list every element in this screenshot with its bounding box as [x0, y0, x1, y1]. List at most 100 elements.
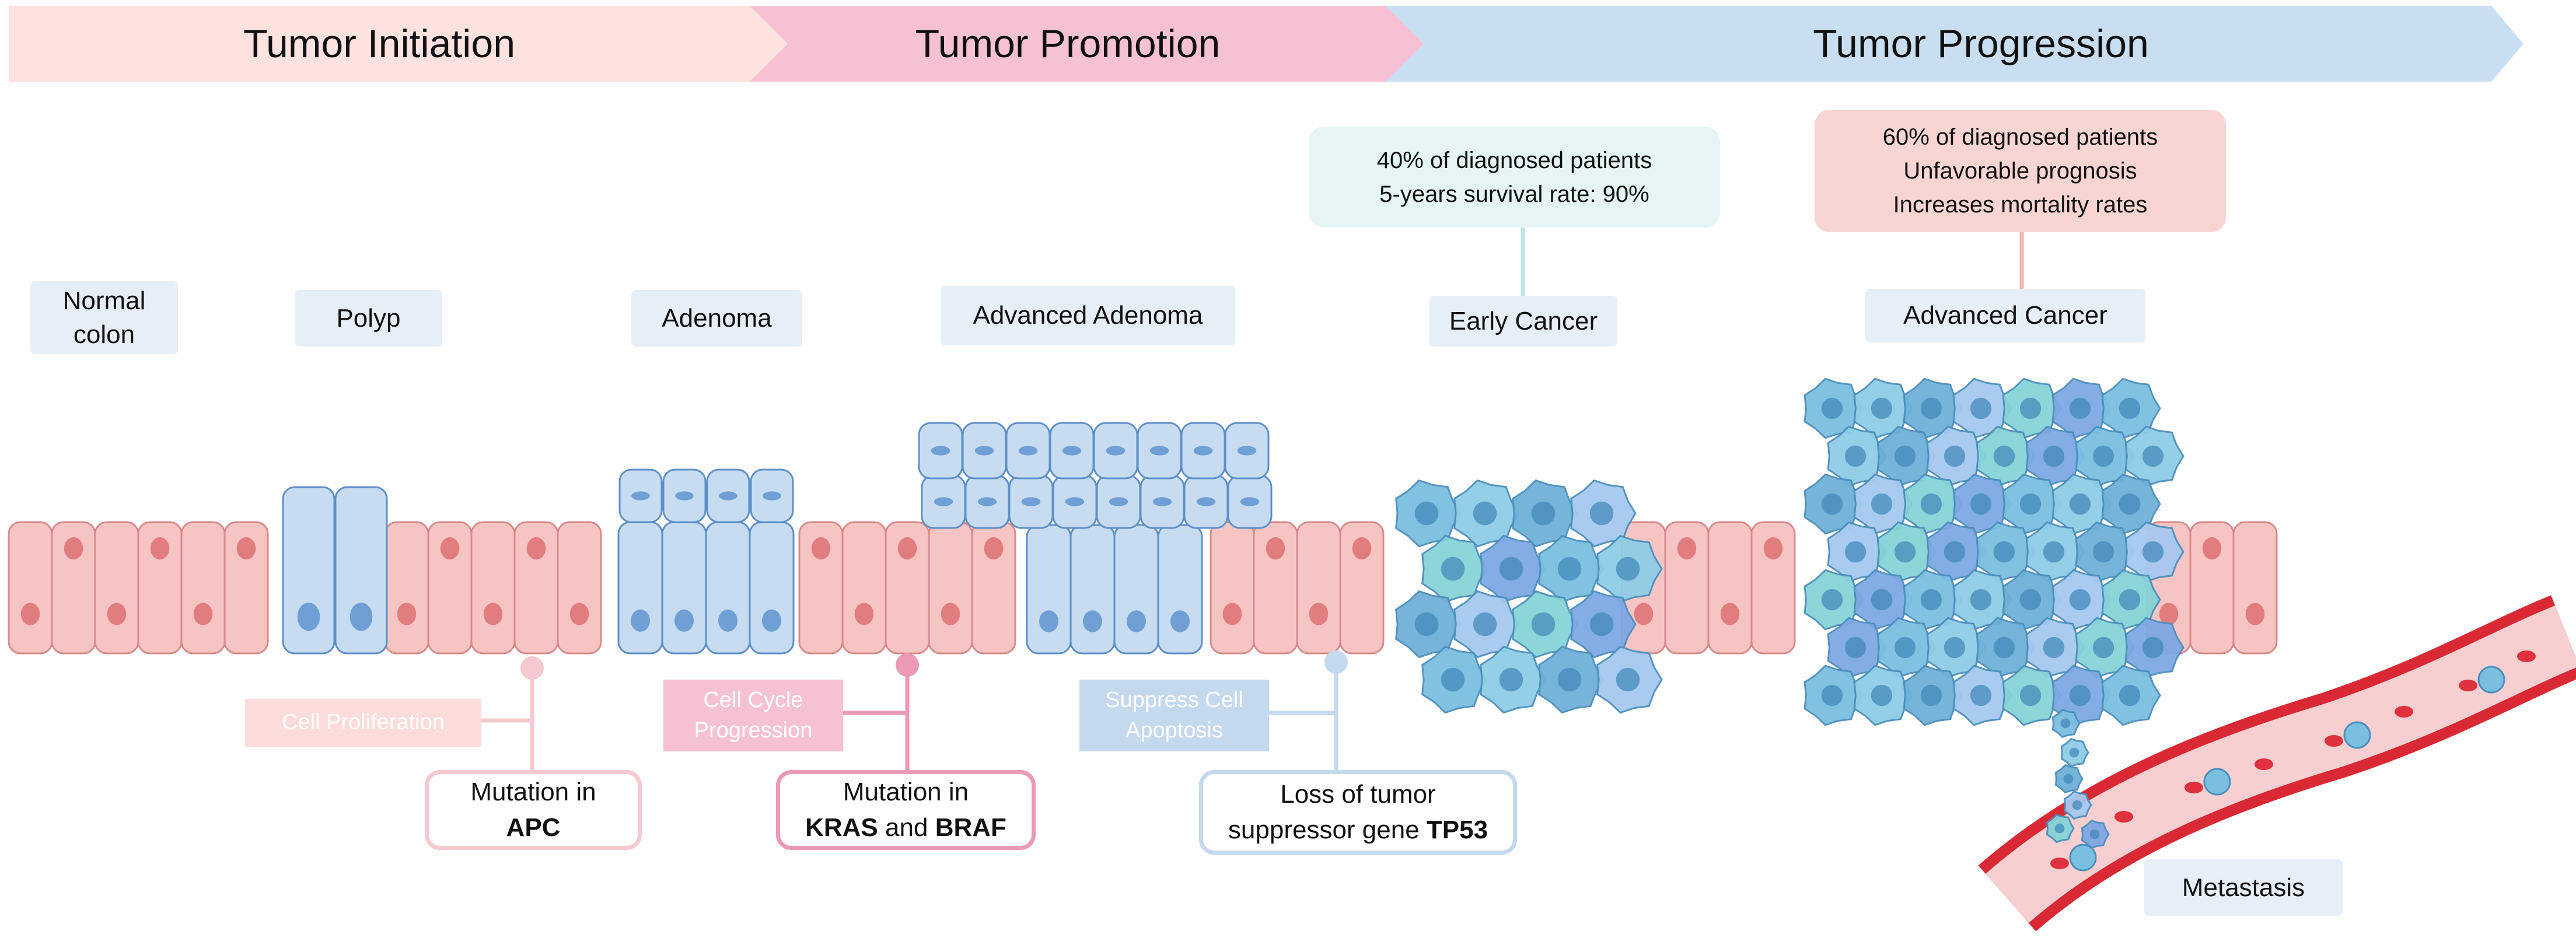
kras-line-1: Mutation in — [843, 777, 969, 806]
normal-cell — [384, 521, 429, 655]
circulating-tumor-cell — [2477, 666, 2505, 694]
phase-title-initiation: Tumor Initiation — [243, 22, 516, 66]
early-cancer-cell-nucleus — [1589, 612, 1614, 636]
apc-gene-name: APC — [506, 813, 561, 842]
advanced-cancer-stats: 60% of diagnosed patients Unfavorable pr… — [1815, 110, 2226, 232]
normal-cell-nucleus — [397, 603, 417, 625]
normal-cell — [2232, 521, 2278, 655]
effect-cell-proliferation: Cell Proliferation — [245, 699, 481, 747]
advanced-cancer-cell-nucleus — [1871, 397, 1893, 419]
advanced-stat-line-1: 60% of diagnosed patients — [1882, 124, 2158, 150]
adv-adenoma-top-cell-nucleus — [974, 446, 994, 456]
stage-early-cancer: Early Cancer — [1429, 296, 1617, 347]
early-cancer-cell-nucleus — [1616, 667, 1640, 692]
red-blood-cell — [2517, 650, 2536, 662]
metastatic-cell-nucleus — [2060, 718, 2071, 729]
effect-suppress-line-2: Apoptosis — [1126, 718, 1223, 743]
red-blood-cell — [2114, 811, 2133, 823]
advanced-cancer-cell-nucleus — [2119, 397, 2141, 419]
advanced-cancer-cell-nucleus — [2119, 493, 2141, 515]
normal-cell-nucleus — [811, 537, 831, 560]
advanced-cancer-cell-nucleus — [1871, 493, 1893, 515]
normal-cell-nucleus — [984, 537, 1004, 560]
kras-conjunction: and — [885, 813, 928, 842]
early-cancer-cell-nucleus — [1414, 612, 1439, 636]
advanced-cancer-cell-nucleus — [1844, 636, 1867, 659]
normal-cell-nucleus — [1309, 603, 1329, 625]
adv-adenoma-mid-cell-nucleus — [1109, 497, 1128, 506]
normal-cell — [94, 521, 139, 655]
advanced-cancer-cell-nucleus — [2069, 684, 2091, 706]
normal-cell-nucleus — [941, 603, 960, 625]
advanced-cancer-cell-nucleus — [2119, 589, 2141, 611]
normal-cell-nucleus — [236, 537, 256, 560]
early-cancer-cell-nucleus — [1441, 557, 1465, 581]
normal-cell-nucleus — [193, 603, 213, 625]
early-cancer-cell-nucleus — [1531, 612, 1556, 636]
kras-line-2: KRAS and BRAF — [805, 810, 1006, 846]
advanced-cancer-cell-nucleus — [2092, 541, 2114, 563]
metastatic-cell-nucleus — [2072, 800, 2082, 810]
advanced-cancer-cell-nucleus — [2142, 541, 2164, 563]
early-cancer-cell-nucleus — [1531, 501, 1556, 526]
adv-adenoma-cell — [1026, 524, 1072, 655]
adv-adenoma-cell — [1157, 524, 1203, 655]
advanced-cancer-cell-nucleus — [1944, 541, 1966, 563]
early-cancer-cell-nucleus — [1499, 667, 1523, 692]
tp53-line-1: Loss of tumor — [1280, 779, 1436, 809]
adenoma-cell — [749, 521, 795, 655]
normal-cell-nucleus — [1763, 537, 1783, 560]
normal-cell-nucleus — [2245, 603, 2265, 625]
early-stat-line-1: 40% of diagnosed patients — [1376, 147, 1652, 173]
polyp-cell — [334, 486, 388, 655]
metastatic-cell-nucleus — [2063, 774, 2074, 784]
advanced-cancer-cell-nucleus — [2142, 636, 2164, 659]
red-blood-cell — [2184, 782, 2203, 793]
early-cancer-tumor — [1395, 479, 1663, 714]
kras-braf-connector — [843, 653, 919, 770]
early-cancer-cell-nucleus — [1557, 557, 1582, 581]
effect-cell-cycle-line-1: Cell Cycle — [703, 688, 803, 713]
normal-cell-nucleus — [1720, 603, 1740, 625]
normal-cell-nucleus — [897, 537, 917, 560]
normal-cell-nucleus — [150, 537, 170, 560]
advanced-cancer-cell-nucleus — [2119, 684, 2141, 706]
adv-adenoma-top-cell-nucleus — [1237, 446, 1257, 456]
normal-cell-nucleus — [1266, 537, 1285, 560]
red-blood-cell — [2459, 680, 2477, 691]
advanced-cancer-cell-nucleus — [1920, 493, 1942, 515]
phase-arrow-band — [9, 6, 2523, 82]
normal-cell-nucleus — [2159, 603, 2179, 625]
stage-metastasis: Metastasis — [2144, 859, 2343, 916]
red-blood-cell — [2050, 858, 2069, 869]
normal-cell-nucleus — [107, 603, 127, 625]
red-blood-cell — [2255, 758, 2273, 770]
advanced-cancer-cell-nucleus — [1970, 589, 1992, 611]
adv-adenoma-mid-cell-nucleus — [1065, 497, 1085, 506]
mutation-tp53-box: Loss of tumor suppressor gene TP53 — [1199, 770, 1517, 855]
advanced-cancer-cell-nucleus — [1970, 684, 1992, 706]
adv-adenoma-top-cell-nucleus — [1193, 446, 1213, 456]
advanced-cancer-cell-nucleus — [1894, 636, 1916, 659]
advanced-cancer-cell-nucleus — [2142, 445, 2164, 467]
advanced-cancer-cell-nucleus — [1821, 397, 1843, 419]
adv-adenoma-top-cell-nucleus — [1149, 446, 1169, 456]
adenoma-cell — [661, 521, 707, 655]
effect-cell-cycle-progression: Cell Cycle Progression — [663, 680, 843, 751]
adv-adenoma-mid-cell-nucleus — [1196, 497, 1216, 506]
adv-adenoma-top-cell-nucleus — [1106, 446, 1126, 456]
braf-gene-name: BRAF — [935, 813, 1006, 842]
advanced-cancer-cell-nucleus — [1920, 684, 1942, 706]
metastatic-cell-stream — [2046, 708, 2110, 849]
stage-polyp: Polyp — [295, 290, 442, 347]
normal-cell — [1750, 521, 1796, 655]
adenoma-cluster — [618, 468, 794, 523]
adv-adenoma-cell — [1069, 524, 1116, 655]
advanced-cancer-cell-nucleus — [1993, 541, 2015, 563]
adv-adenoma-top-cell-nucleus — [931, 446, 950, 456]
adv-adenoma-cell-nucleus — [1083, 610, 1102, 632]
effect-suppress-line-1: Suppress Cell — [1105, 688, 1243, 713]
advanced-cancer-cell-nucleus — [2019, 397, 2042, 419]
circulating-tumor-cell — [2343, 721, 2371, 749]
advanced-cancer-cell-nucleus — [2043, 541, 2065, 563]
